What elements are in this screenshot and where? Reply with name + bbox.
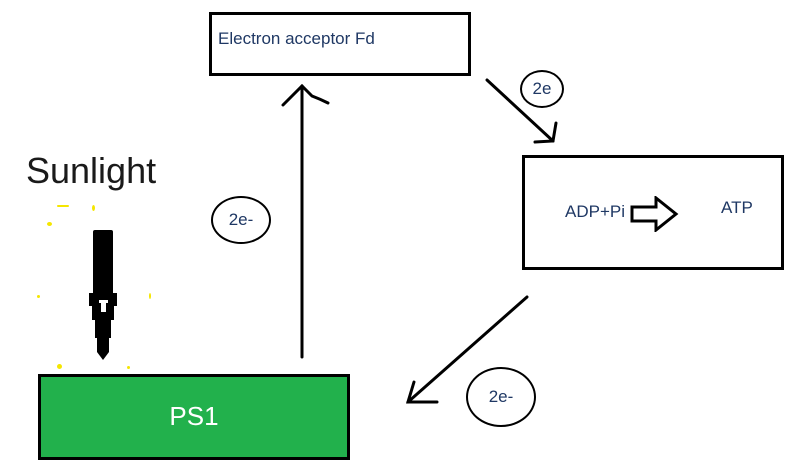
electron-label-acceptor-to-atp: 2e xyxy=(520,70,564,108)
atp-synthesis-box: ADP+Pi ATP xyxy=(522,155,784,270)
sunlight-sparkle xyxy=(47,222,52,226)
sunlight-sparkle xyxy=(127,366,130,369)
arrow-ps1-to-acceptor xyxy=(281,83,330,359)
arrow-atp-to-ps1 xyxy=(405,295,529,404)
electron-acceptor-box: Electron acceptor Fd xyxy=(209,12,471,76)
sunlight-arrow-icon xyxy=(89,230,117,360)
electron-label-ps1-to-acceptor: 2e- xyxy=(211,196,271,244)
electron-label-atp-to-ps1: 2e- xyxy=(466,367,536,427)
adp-pi-label: ADP+Pi xyxy=(565,202,625,221)
arrow-acceptor-to-atp xyxy=(485,78,558,144)
sunlight-sparkle xyxy=(37,295,40,298)
electron-acceptor-label: Electron acceptor Fd xyxy=(218,29,375,48)
block-arrow-icon xyxy=(630,196,679,232)
sunlight-sparkle xyxy=(57,364,62,369)
sunlight-sparkle xyxy=(92,205,95,211)
atp-label: ATP xyxy=(721,198,753,217)
sunlight-label: Sunlight xyxy=(26,150,157,191)
photosystem-1-label: PS1 xyxy=(169,401,219,431)
photosystem-1-box: PS1 xyxy=(38,374,350,460)
sunlight-sparkle xyxy=(149,293,151,299)
sunlight-sparkle xyxy=(57,205,69,207)
